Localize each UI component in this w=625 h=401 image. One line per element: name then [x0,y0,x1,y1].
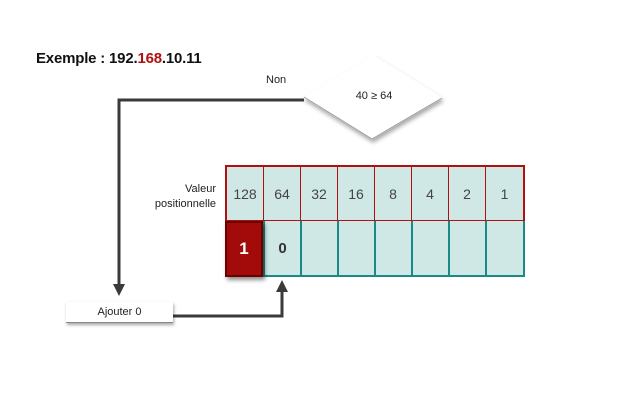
bit-cell [411,221,448,277]
add-zero-box: Ajouter 0 [66,302,173,323]
bit-cell: 0 [263,221,300,277]
bit-cell [300,221,337,277]
place-value-label-line1: Valeur [185,183,216,195]
place-value-row-label: Valeur positionnelle [116,182,216,212]
bit-row: 1 0 [225,221,525,277]
bit-cell [374,221,411,277]
example-suffix: .10.11 [161,50,202,67]
bit-cell [337,221,374,277]
no-branch-arrowhead [113,284,125,296]
decision-condition: 40 ≥ 64 [355,90,393,102]
no-branch-line [117,98,304,288]
place-value-cell: 4 [411,165,448,221]
place-value-cell: 32 [300,165,337,221]
decision-diamond-edge [303,96,443,140]
add-to-table-line [173,290,284,318]
add-to-table-arrowhead [276,280,288,292]
place-value-cell: 16 [337,165,374,221]
place-value-cell: 8 [374,165,411,221]
place-value-table: 128 64 32 16 8 4 2 1 1 0 [225,165,525,277]
place-value-label-line2: positionnelle [154,198,216,210]
place-value-cell: 1 [485,165,525,221]
place-value-cell: 128 [225,165,263,221]
place-value-cell: 64 [263,165,300,221]
example-title: Exemple : 192.168.10.11 [36,50,202,67]
bit-cell-active: 1 [225,221,263,277]
bit-cell [448,221,485,277]
example-prefix: Exemple : 192. [36,50,138,67]
no-branch-label: Non [266,74,287,86]
place-value-cell: 2 [448,165,485,221]
bit-cell [485,221,525,277]
place-value-row: 128 64 32 16 8 4 2 1 [225,165,525,221]
example-highlight-octet: 168 [137,50,162,67]
